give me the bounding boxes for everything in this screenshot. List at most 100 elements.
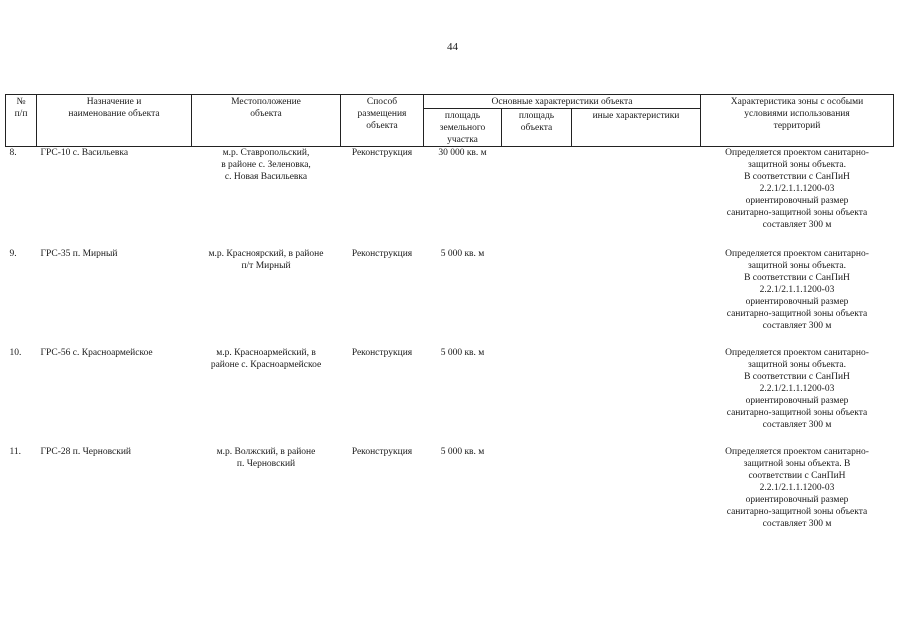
object-area [502, 444, 572, 543]
text-line: с. Новая Васильевка [224, 172, 308, 182]
text-line: Способ [366, 97, 398, 107]
header-other-characteristics: иные характеристики [571, 108, 701, 147]
text-line: В соответствии с СанПиН [744, 371, 850, 382]
text-line: санитарно-защитной зоны объекта [726, 308, 868, 319]
table-row: 10. ГРС-56 с. Красноармейское м.р. Красноа… [6, 345, 894, 444]
objects-table: № п/п Назначение и наименование объекта Ме… [5, 94, 894, 543]
zone-characteristics: Определяется проектом санитарно-защитной… [701, 444, 894, 543]
placement-method: Реконструкция [351, 347, 413, 358]
object-name: ГРС-10 с. Васильевка [40, 148, 129, 158]
object-name: ГРС-56 с. Красноармейское [40, 347, 153, 358]
text-line: площадь [444, 111, 481, 121]
object-location: м.р. Ставропольский, в районе с. Зеленовк… [192, 147, 341, 246]
text-line: Определяется проектом санитарно- [725, 347, 869, 358]
row-number: 11. [9, 446, 22, 457]
header-object-area: площадь объекта [501, 108, 572, 147]
table-row: 11. ГРС-28 п. Черновский м.р. Волжский, в … [6, 444, 894, 543]
table-row: 8. ГРС-10 с. Васильевка м.р. Ставропольски… [6, 147, 894, 246]
text-line: Определяется проектом санитарно- [725, 148, 869, 158]
page-number: 44 [447, 41, 458, 53]
header-num: № п/п [5, 94, 37, 147]
text-line: защитной зоны объекта. [748, 160, 846, 170]
land-area: 30 000 кв. м [438, 148, 487, 158]
header-main-characteristics: Основные характеристики объекта [423, 94, 701, 109]
text-line: защитной зоны объекта. В [743, 458, 851, 469]
header-location: Местоположение объекта [191, 94, 341, 147]
row-number: 10. [9, 347, 22, 358]
text-line: 2.2.1/2.1.1.1200-03 [759, 184, 835, 194]
text-line: санитарно-защитной зоны объекта [726, 407, 868, 418]
text-line: Определяется проектом санитарно- [725, 446, 869, 457]
zone-characteristics: Определяется проектом санитарно-защитной… [701, 147, 894, 246]
text-line: защитной зоны объекта. [748, 359, 846, 370]
text-line: 2.2.1/2.1.1.1200-03 [759, 383, 835, 394]
other-characteristics [572, 444, 701, 543]
land-area: 5 000 кв. м [440, 248, 485, 259]
object-name: ГРС-28 п. Черновский [40, 446, 132, 457]
text-line: санитарно-защитной зоны объекта [726, 506, 868, 517]
zone-characteristics: Определяется проектом санитарно-защитной… [701, 246, 894, 345]
text-line: в районе с. Зеленовка, [221, 160, 311, 170]
text-line: объекта [366, 121, 398, 131]
text-line: объекта [520, 123, 553, 133]
text-line: составляет 300 м [762, 419, 832, 430]
row-number: 8. [9, 148, 17, 158]
text-line: составляет 300 м [762, 320, 832, 331]
text-line: участка [447, 135, 478, 145]
text-line: Определяется проектом санитарно- [725, 248, 869, 259]
text-line: 2.2.1/2.1.1.1200-03 [759, 482, 835, 493]
text-line: ориентировочный размер [745, 395, 849, 406]
text-line: п/п [14, 109, 28, 119]
text-line: В соответствии с СанПиН [744, 272, 850, 283]
text-line: составляет 300 м [762, 518, 832, 529]
other-characteristics [572, 246, 701, 345]
text-line: Назначение и [86, 97, 142, 107]
text-line: м.р. Волжский, в районе [216, 446, 316, 457]
text-line: площадь [518, 111, 555, 121]
text-line: ориентировочный размер [745, 196, 849, 206]
header-method: Способ размещения объекта [340, 94, 424, 147]
header-zone: Характеристика зоны с особыми условиями и… [700, 94, 894, 147]
table-row: 9. ГРС-35 п. Мирный м.р. Красноярский, в р… [6, 246, 894, 345]
text-line: ориентировочный размер [745, 296, 849, 307]
header-name: Назначение и наименование объекта [36, 94, 192, 147]
text-line: Характеристика зоны с особыми [730, 97, 864, 107]
text-line: п. Черновский [236, 458, 296, 469]
text-line: санитарно-защитной зоны объекта [726, 208, 868, 218]
text-line: № [16, 97, 26, 107]
placement-method: Реконструкция [351, 446, 413, 457]
text-line: условиями использования [744, 109, 850, 119]
zone-characteristics: Определяется проектом санитарно-защитной… [701, 345, 894, 444]
object-name: ГРС-35 п. Мирный [40, 248, 118, 259]
land-area: 5 000 кв. м [440, 347, 485, 358]
text-line: размещения [357, 109, 407, 119]
placement-method: Реконструкция [351, 248, 413, 259]
text-line: земельного [439, 123, 486, 133]
text-line: п/т Мирный [241, 260, 291, 271]
text-line: м.р. Ставропольский, [222, 148, 310, 158]
text-line: территорий [773, 121, 821, 131]
text-line: В соответствии с СанПиН [744, 172, 850, 182]
row-number: 9. [9, 248, 17, 259]
text-line: соответствии с СанПиН [748, 470, 846, 481]
other-characteristics [572, 147, 701, 246]
text-line: районе с. Красноармейское [210, 359, 322, 370]
object-area [502, 345, 572, 444]
land-area: 5 000 кв. м [440, 446, 485, 457]
text-line: ориентировочный размер [745, 494, 849, 505]
text-line: объекта [250, 109, 282, 119]
object-area [502, 147, 572, 246]
text-line: Местоположение [231, 97, 301, 107]
text-line: составляет 300 м [762, 220, 832, 230]
text-line: наименование объекта [68, 109, 160, 119]
table-body: 8. ГРС-10 с. Васильевка м.р. Ставропольски… [6, 147, 894, 543]
other-characteristics [572, 345, 701, 444]
header-land-area: площадь земельного участка [423, 108, 502, 147]
placement-method: Реконструкция [351, 148, 413, 158]
text-line: защитной зоны объекта. [748, 260, 846, 271]
text-line: 2.2.1/2.1.1.1200-03 [759, 284, 835, 295]
text-line: м.р. Красноярский, в районе [208, 248, 324, 259]
